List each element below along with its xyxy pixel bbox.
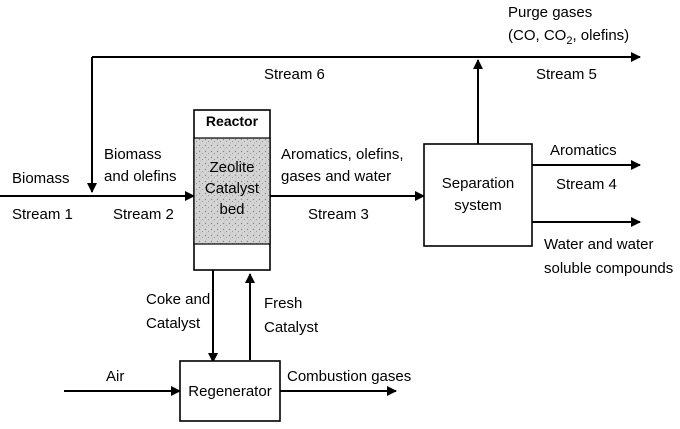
water-label-line1: Water and water bbox=[544, 236, 654, 253]
catalyst-bed-line1: Zeolite bbox=[209, 159, 254, 176]
stream1-label: Stream 1 bbox=[12, 206, 73, 223]
reactor: Reactor Zeolite Catalyst bed bbox=[193, 109, 271, 271]
reactor-label: Reactor bbox=[206, 113, 259, 129]
separation-system: Separation system bbox=[423, 143, 533, 247]
fresh-catalyst-label-line2: Catalyst bbox=[264, 319, 319, 336]
regenerator: Regenerator bbox=[179, 360, 281, 422]
air-label: Air bbox=[106, 368, 124, 385]
water-label-line2: soluble compounds bbox=[544, 260, 673, 277]
catalyst-bed-line3: bed bbox=[219, 201, 244, 218]
reactor-outlet-label-line2: gases and water bbox=[281, 168, 391, 185]
purge-gases-composition: (CO, CO2, olefins) bbox=[508, 27, 629, 47]
coke-catalyst-label-line2: Catalyst bbox=[146, 315, 201, 332]
separation-label-line2: system bbox=[454, 197, 502, 214]
separation-label-line1: Separation bbox=[442, 175, 515, 192]
purge-gases-label: Purge gases bbox=[508, 4, 592, 21]
fresh-catalyst-label-line1: Fresh bbox=[264, 295, 302, 312]
stream3-label: Stream 3 bbox=[308, 206, 369, 223]
stream4-label: Stream 4 bbox=[556, 176, 617, 193]
regenerator-label: Regenerator bbox=[188, 383, 271, 400]
biomass-olefins-label-line2: and olefins bbox=[104, 168, 177, 185]
biomass-olefins-label-line1: Biomass bbox=[104, 146, 162, 163]
aromatics-label: Aromatics bbox=[550, 142, 617, 159]
combustion-gases-label: Combustion gases bbox=[287, 368, 411, 385]
stream2-label: Stream 2 bbox=[113, 206, 174, 223]
regenerator-box bbox=[179, 360, 281, 422]
coke-catalyst-label-line1: Coke and bbox=[146, 291, 210, 308]
separation-box bbox=[423, 143, 533, 247]
catalyst-bed bbox=[193, 137, 271, 245]
reactor-outlet-label-line1: Aromatics, olefins, bbox=[281, 146, 404, 163]
catalyst-bed-line2: Catalyst bbox=[205, 180, 260, 197]
stream6-label: Stream 6 bbox=[264, 66, 325, 83]
stream5-label: Stream 5 bbox=[536, 66, 597, 83]
biomass-label: Biomass bbox=[12, 170, 70, 187]
